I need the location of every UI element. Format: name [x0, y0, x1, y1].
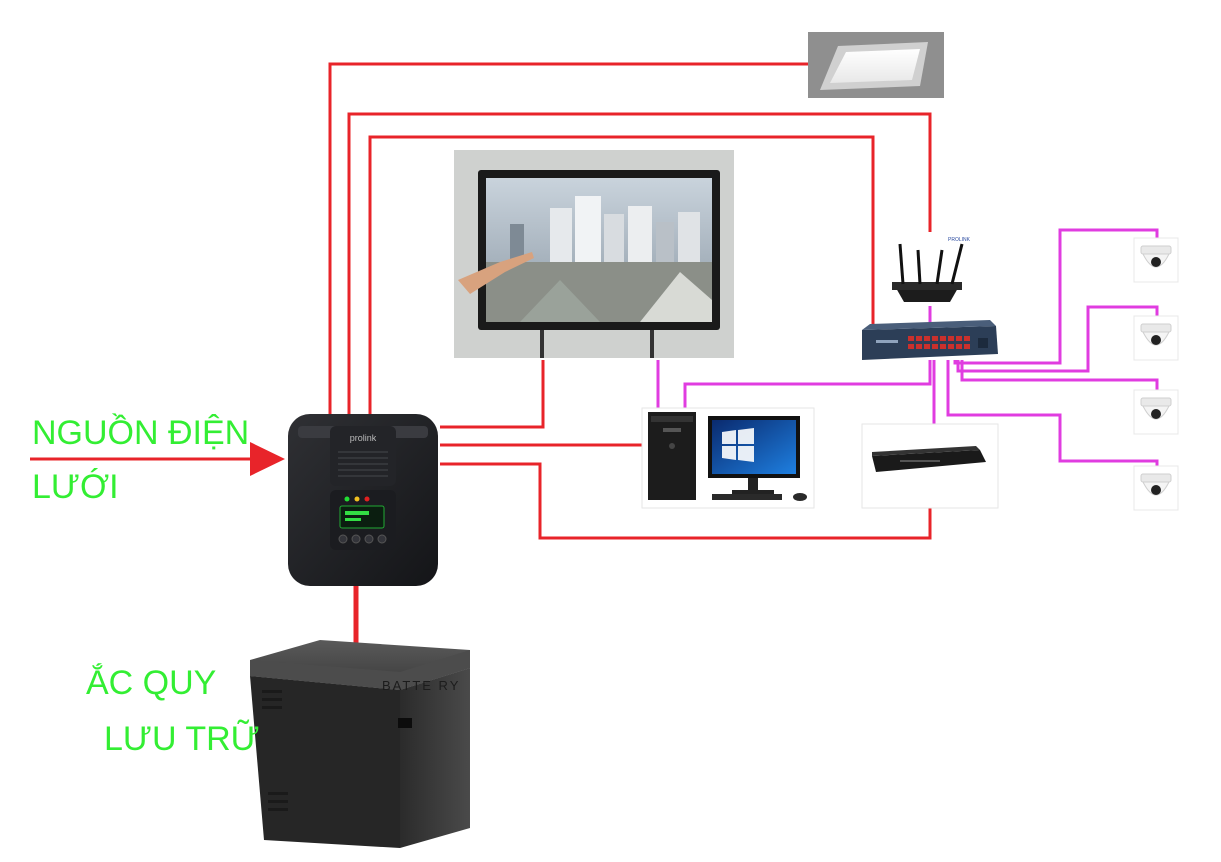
cctv-camera-2 [1133, 315, 1179, 361]
grid-power-label-line1: NGUỒN ĐIỆN [32, 414, 250, 452]
wire-inverter-to-nvr [440, 462, 932, 540]
battery-label: BATTE RY [382, 678, 460, 693]
nvr-recorder [861, 423, 999, 509]
wire-switch-to-camera-1 [953, 228, 1159, 365]
wifi-router: PROLINK [888, 232, 971, 306]
wire-inverter-to-tv [440, 360, 545, 429]
network-wires [656, 228, 1159, 470]
wire-switch-to-camera-4 [946, 360, 1159, 470]
hybrid-inverter: prolink [288, 414, 438, 586]
cctv-camera-1 [1133, 237, 1179, 283]
inverter-brand: prolink [350, 433, 377, 443]
wire-inverter-to-light-panel [328, 62, 812, 415]
wire-inverter-to-switch [368, 135, 875, 415]
wire-switch-to-camera-3 [960, 360, 1159, 392]
battery-storage-label-line1: ẮC QUY [86, 664, 217, 702]
led-light-panel [808, 32, 944, 98]
cctv-camera-3 [1133, 389, 1179, 435]
grid-power-label-line2: LƯỚI [32, 468, 119, 506]
power-wires [30, 62, 932, 650]
battery-cabinet: BATTE RY [250, 640, 470, 848]
network-switch [862, 320, 998, 360]
grid-input-arrow-icon [250, 442, 285, 476]
wire-switch-to-camera-2 [956, 305, 1159, 373]
wire-inverter-to-router [347, 112, 932, 415]
battery-storage-label-line2: LƯU TRỮ [104, 720, 260, 758]
wire-switch-to-computer [683, 360, 932, 415]
router-brand: PROLINK [948, 237, 971, 243]
desktop-computer [641, 407, 815, 509]
interactive-display [454, 150, 734, 358]
cctv-camera-4 [1133, 465, 1179, 511]
